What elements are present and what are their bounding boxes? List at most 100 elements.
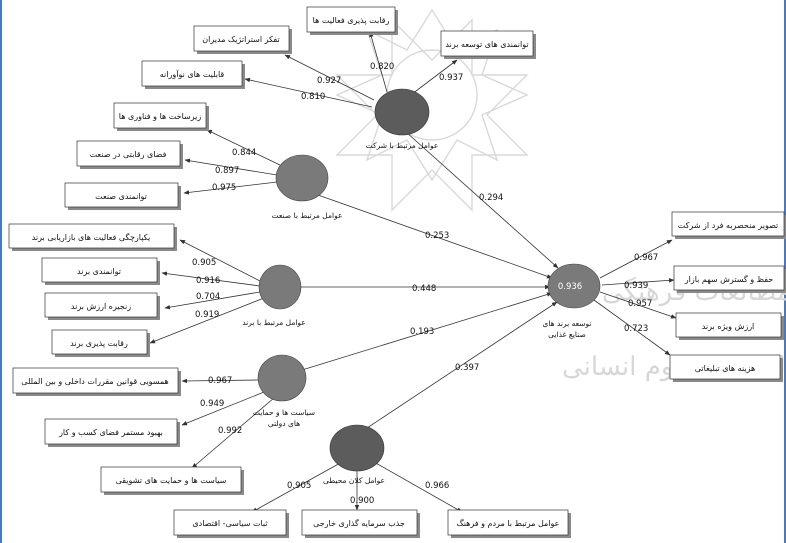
edge-brand-ind4 (149, 297, 265, 344)
indicator-macro-3: عوامل مرتبط با مردم و فرهنگ (457, 518, 560, 528)
path-edges (299, 131, 559, 431)
latent-brand-label: عوامل مرتبط با برند (242, 318, 306, 327)
indicator-box (12, 367, 179, 394)
indicator-brand-3: زنجیره ارزش برند (71, 302, 131, 311)
indicator-macro-2: جذب سرمایه گذاری خارجی (313, 518, 405, 528)
indicator-box (100, 466, 242, 493)
indicator-box (440, 30, 534, 57)
indicator-box (306, 6, 396, 33)
loading-brand-4: 0.919 (195, 310, 219, 320)
indicator-box (447, 509, 569, 536)
latent-gov-label-2: های دولتی (268, 419, 300, 428)
edge-brand-ind3 (164, 291, 261, 310)
indicator-box (173, 509, 287, 536)
path-coef-industry: 0.253 (425, 231, 449, 241)
indicator-target-4: هزینه های تبلیغاتی (695, 364, 755, 373)
latent-target-label-2: صنایع غذایی (548, 330, 586, 339)
loading-industry-3: 0.975 (212, 183, 236, 193)
indicator-target-2: حفظ و گسترش سهم بازار (684, 274, 774, 284)
indicator-box (669, 354, 781, 380)
loading-gov-2: 0.949 (200, 399, 224, 409)
latent-target (547, 263, 601, 309)
edge-company-ind4 (244, 77, 373, 108)
edge-brand-ind1 (179, 239, 263, 283)
loading-macro-1: 0.905 (287, 481, 311, 491)
target-r2-value: 0.936 (558, 282, 582, 292)
indicator-box (301, 509, 418, 536)
latent-macro-label: عوامل کلان محیطی (323, 476, 385, 485)
indicator-box (64, 182, 179, 208)
indicator-box (673, 265, 785, 291)
indicator-brand-4: رقابت پذیری برند (70, 339, 128, 348)
path-industry-target (303, 189, 553, 279)
path-coef-gov: 0.193 (410, 327, 434, 337)
edge-brand-ind2 (161, 271, 261, 287)
edge-industry-ind2 (184, 158, 278, 176)
path-coef-company: 0.294 (479, 193, 503, 203)
loading-target-4: 0.723 (624, 324, 648, 334)
latent-industry (275, 154, 329, 202)
indicator-target-3: ارزش ویژه برند (702, 322, 755, 331)
indicator-box (193, 25, 290, 52)
indicator-macro-1: ثبات سیاسی- اقتصادی (192, 519, 267, 528)
loading-company-1: 0.927 (317, 76, 341, 86)
loading-brand-3: 0.704 (196, 292, 220, 302)
loading-brand-1: 0.905 (192, 258, 216, 268)
latent-macro (329, 424, 385, 472)
indicator-company-1: تفکر استراتژیک مدیران (202, 35, 279, 44)
loading-company-3: 0.937 (439, 73, 463, 83)
edge-company-ind3 (411, 59, 458, 95)
indicator-box (44, 292, 158, 318)
latent-gov (257, 354, 307, 402)
indicator-brand-2: توانمندی برند (77, 267, 121, 276)
indicator-gov-3: سیاست ها و حمایت های تشویقی (116, 476, 227, 485)
loading-company-4: 0.810 (301, 92, 325, 102)
edge-target-ind1 (599, 239, 673, 279)
indicator-box (113, 102, 207, 129)
edge-industry-ind1 (206, 129, 281, 166)
path-coef-macro: 0.397 (455, 363, 479, 373)
loading-brand-2: 0.916 (196, 276, 220, 286)
loading-gov-1: 0.967 (208, 376, 232, 386)
path-company-target (405, 131, 559, 269)
indicator-box (41, 257, 158, 283)
indicator-box (51, 329, 148, 355)
loading-target-3: 0.957 (628, 299, 652, 309)
indicator-company-2: رقابت پذیری فعالیت ها (313, 16, 390, 25)
latent-industry-label: عوامل مرتبط با صنعت (272, 211, 343, 220)
indicator-company-3: توانمندی های توسعه برند (445, 40, 528, 49)
indicator-box (44, 418, 178, 445)
edge-macro-ind3 (373, 461, 463, 513)
latent-gov-label-1: سیاست ها و حمایت (253, 408, 315, 417)
loading-edges (149, 31, 677, 513)
latent-target-label-1: توسعه برند های (542, 319, 591, 328)
indicator-gov-1: همسویی قوانین مقررات داخلی و بین المللی (21, 377, 168, 386)
edge-gov-ind1 (181, 378, 259, 384)
loading-macro-2: 0.900 (350, 496, 374, 506)
indicator-industry-3: توانمندی صنعت (95, 192, 147, 201)
indicator-box (76, 140, 181, 167)
indicator-brand-1: یکپارچگی فعالیت های بازاریابی برند (32, 232, 151, 242)
indicator-gov-2: بهبود مستمر فضای کسب و کار (58, 428, 163, 437)
edge-industry-ind3 (183, 181, 278, 195)
indicator-box (675, 312, 782, 338)
path-gov-target (301, 292, 553, 371)
latent-company-label: عوامل مرتبط با شرکت (366, 141, 439, 150)
loading-company-2: 0.820 (370, 62, 394, 72)
loading-target-1: 0.967 (634, 253, 658, 263)
edge-gov-ind2 (181, 391, 265, 426)
edge-company-ind2 (369, 31, 388, 93)
path-coef-brand: 0.448 (412, 284, 436, 294)
loading-industry-1: 0.844 (232, 148, 256, 158)
indicator-box (141, 60, 243, 87)
loading-macro-3: 0.966 (425, 481, 449, 491)
loading-industry-2: 0.897 (215, 166, 239, 176)
indicator-industry-1: زیرساخت ها و فناوری ها (119, 112, 202, 121)
path-macro-target (363, 301, 558, 431)
edge-macro-ind1 (251, 461, 343, 513)
loading-target-2: 0.939 (624, 281, 648, 291)
edge-company-ind1 (284, 54, 375, 101)
edge-target-ind3 (599, 291, 677, 319)
